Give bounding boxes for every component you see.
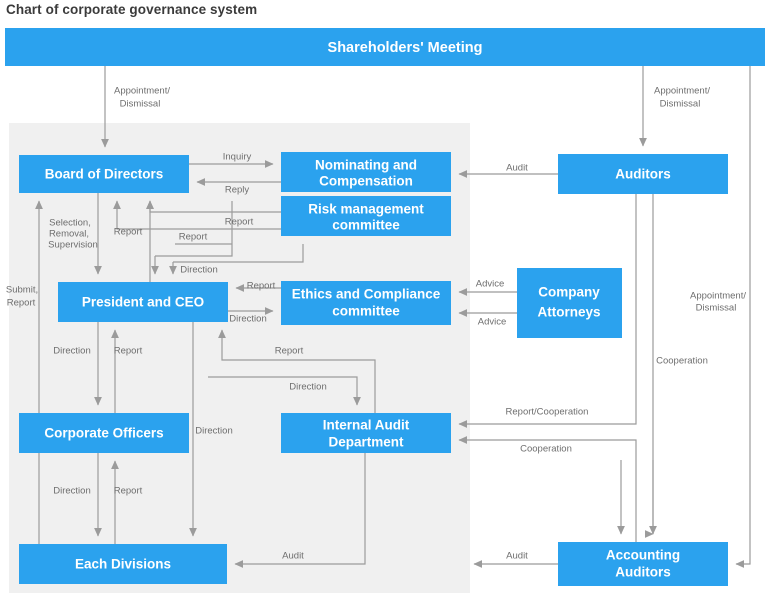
edge-internalaudit-president-report	[218, 329, 376, 413]
node-auditors[interactable]: Auditors	[558, 154, 728, 194]
node-risk-management-committee[interactable]: Risk management committee	[281, 196, 451, 236]
node-corporate-officers[interactable]: Corporate Officers	[19, 413, 189, 453]
node-company-attorneys[interactable]: Company Attorneys	[517, 268, 622, 338]
edge-label: Inquiry	[223, 152, 252, 163]
edge-label: Reply	[225, 185, 250, 196]
edge-label: Report	[114, 227, 143, 238]
node-nominating-compensation[interactable]: Nominating and Compensation	[281, 152, 451, 192]
edge-label: Removal,	[49, 229, 89, 240]
edge-label: Selection,	[49, 218, 91, 229]
edge-label: Dismissal	[696, 303, 737, 314]
node-label-ethics-1: Ethics and Compliance	[292, 287, 441, 302]
edge-label: Submit,	[6, 285, 38, 296]
page-title: Chart of corporate governance system	[6, 2, 258, 17]
edge-label: Cooperation	[520, 444, 572, 455]
node-label-risk-2: committee	[332, 218, 400, 233]
edge-internalaudit-divisions-audit	[234, 453, 366, 568]
edge-label: Report	[275, 346, 304, 357]
edge-label: Report	[114, 486, 143, 497]
edge-president-risk-report	[155, 201, 233, 257]
edge-label-layer: Appointment/ Dismissal Appointment/ Dism…	[6, 86, 746, 562]
node-accounting-auditors[interactable]: Accounting Auditors	[558, 542, 728, 586]
node-ethics-compliance-committee[interactable]: Ethics and Compliance committee	[281, 281, 451, 325]
node-label-attorneys-1: Company	[538, 285, 600, 300]
edge-label: Dismissal	[120, 99, 161, 110]
edge-label: Advice	[478, 317, 507, 328]
node-label-officers: Corporate Officers	[44, 426, 163, 441]
node-label-attorneys-2: Attorneys	[537, 305, 600, 320]
edge-label: Direction	[289, 382, 327, 393]
node-label-board: Board of Directors	[45, 167, 164, 182]
edge-auditors-internalaudit-report	[458, 194, 637, 428]
node-layer: Shareholders' Meeting Board of Directors…	[5, 28, 765, 586]
edge-label: Report/Cooperation	[506, 407, 589, 418]
node-label-accounting-1: Accounting	[606, 548, 680, 563]
edge-label: Advice	[476, 279, 505, 290]
node-label-nominating-1: Nominating and	[315, 158, 417, 173]
node-shareholders-meeting[interactable]: Shareholders' Meeting	[5, 28, 765, 66]
edge-label: Direction	[53, 486, 91, 497]
edge-label: Supervision	[48, 240, 98, 251]
node-each-divisions[interactable]: Each Divisions	[19, 544, 227, 584]
edge-label: Direction	[53, 346, 91, 357]
edge-label: Appointment/	[654, 86, 710, 97]
node-president-and-ceo[interactable]: President and CEO	[58, 282, 228, 322]
edge-label: Audit	[282, 551, 304, 562]
edge-label: Appointment/	[114, 86, 170, 97]
node-board-of-directors[interactable]: Board of Directors	[19, 155, 189, 193]
edge-label: Cooperation	[656, 356, 708, 367]
edge-accounting-internalaudit-cooperation	[458, 436, 637, 542]
edge-label: Report	[247, 281, 276, 292]
node-internal-audit-department[interactable]: Internal Audit Department	[281, 413, 451, 453]
node-label-internalaudit-1: Internal Audit	[323, 418, 410, 433]
node-label-president: President and CEO	[82, 295, 204, 310]
node-label-auditors: Auditors	[615, 167, 671, 182]
edge-label: Report	[7, 298, 36, 309]
node-label-shareholders: Shareholders' Meeting	[328, 40, 483, 56]
edge-label: Direction	[195, 426, 233, 437]
edge-president-internalaudit-direction	[208, 376, 361, 406]
edge-direction-top-route	[173, 244, 304, 263]
edge-label: Report	[114, 346, 143, 357]
edge-label: Appointment/	[690, 291, 746, 302]
node-label-internalaudit-2: Department	[328, 435, 404, 450]
edge-label: Direction	[180, 265, 218, 276]
edge-label: Report	[179, 232, 208, 243]
edge-label: Report	[225, 217, 254, 228]
edge-layer	[35, 66, 751, 568]
node-label-divisions: Each Divisions	[75, 557, 171, 572]
edge-label: Direction	[229, 314, 267, 325]
node-label-accounting-2: Auditors	[615, 565, 671, 580]
edge-label: Audit	[506, 551, 528, 562]
node-label-risk-1: Risk management	[308, 202, 424, 217]
edge-shareholders-accounting	[735, 66, 751, 568]
node-label-ethics-2: committee	[332, 304, 400, 319]
node-label-nominating-2: Compensation	[319, 174, 413, 189]
edge-label: Audit	[506, 163, 528, 174]
edge-ethics-board-report	[113, 200, 281, 230]
edge-label: Dismissal	[660, 99, 701, 110]
